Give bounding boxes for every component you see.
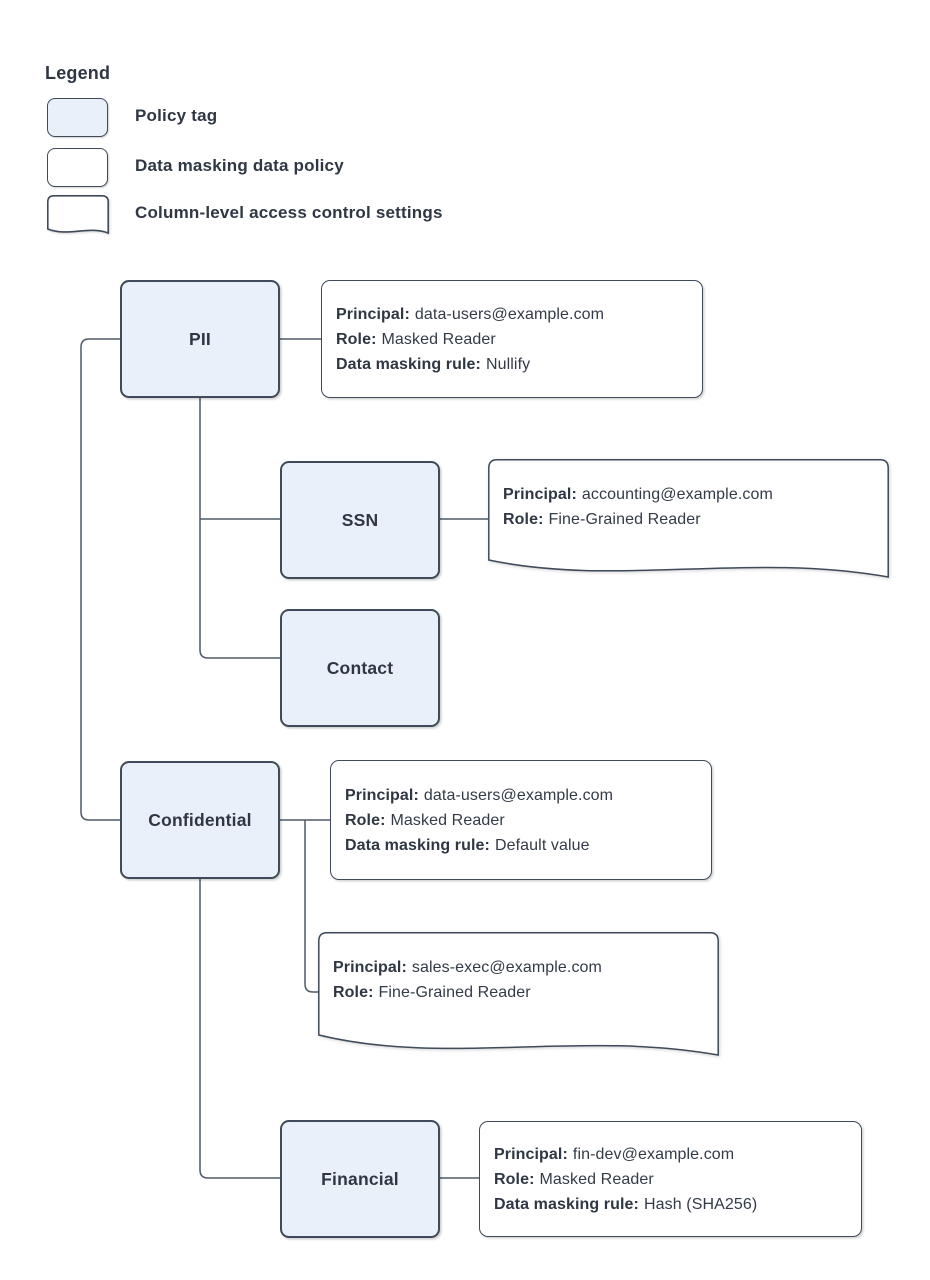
policy-tag-node-confidential: Confidential: [120, 761, 280, 879]
edge-pii-trunk-contact: [199, 398, 280, 659]
edge-pii-confidential-rail: [80, 338, 120, 821]
node-label: SSN: [341, 509, 379, 530]
node-label: Confidential: [148, 809, 252, 830]
policy-text: Principal:accounting@example.com Role:Fi…: [503, 482, 773, 532]
policy-line: Principal:accounting@example.com: [503, 486, 773, 503]
data-policy-node-pii-masking: Principal:data-users@example.com Role:Ma…: [321, 280, 703, 398]
edge-confidential-access: [304, 820, 319, 993]
policy-line: Data masking rule:Nullify: [336, 355, 531, 373]
policy-line: Role:Fine-Grained Reader: [503, 511, 701, 528]
data-policy-node-financial-masking: Principal:fin-dev@example.com Role:Maske…: [479, 1121, 862, 1237]
policy-tag-swatch: [47, 98, 108, 137]
policy-tag-node-financial: Financial: [280, 1120, 440, 1238]
policy-line: Data masking rule:Default value: [345, 836, 590, 854]
legend-item-label: Column-level access control settings: [135, 203, 443, 222]
data-policy-swatch: [47, 148, 108, 187]
legend-item-label: Policy tag: [135, 106, 218, 125]
policy-tag-node-contact: Contact: [280, 609, 440, 727]
column-access-swatch: [47, 195, 110, 238]
data-policy-node-confidential-masking: Principal:data-users@example.com Role:Ma…: [330, 760, 712, 880]
policy-line: Role:Masked Reader: [494, 1170, 654, 1188]
node-label: Financial: [321, 1168, 399, 1189]
edge-confidential-financial: [199, 878, 280, 1179]
policy-tag-node-pii: PII: [120, 280, 280, 398]
node-label: Contact: [326, 657, 394, 678]
legend-item-label: Data masking data policy: [135, 156, 344, 175]
column-access-node-ssn: Principal:accounting@example.com Role:Fi…: [488, 459, 890, 585]
policy-line: Principal:data-users@example.com: [345, 786, 614, 804]
policy-line: Principal:fin-dev@example.com: [494, 1145, 735, 1163]
policy-line: Role:Masked Reader: [336, 330, 496, 348]
policy-tag-node-ssn: SSN: [280, 461, 440, 579]
column-access-node-confidential: Principal:sales-exec@example.com Role:Fi…: [318, 932, 720, 1063]
policy-line: Role:Masked Reader: [345, 811, 505, 829]
policy-line: Principal:sales-exec@example.com: [333, 959, 602, 976]
legend-title: Legend: [45, 63, 111, 83]
policy-line: Role:Fine-Grained Reader: [333, 984, 531, 1001]
node-label: PII: [189, 328, 211, 349]
policy-line: Data masking rule:Hash (SHA256): [494, 1195, 758, 1213]
policy-text: Principal:sales-exec@example.com Role:Fi…: [333, 955, 602, 1005]
policy-line: Principal:data-users@example.com: [336, 305, 605, 323]
